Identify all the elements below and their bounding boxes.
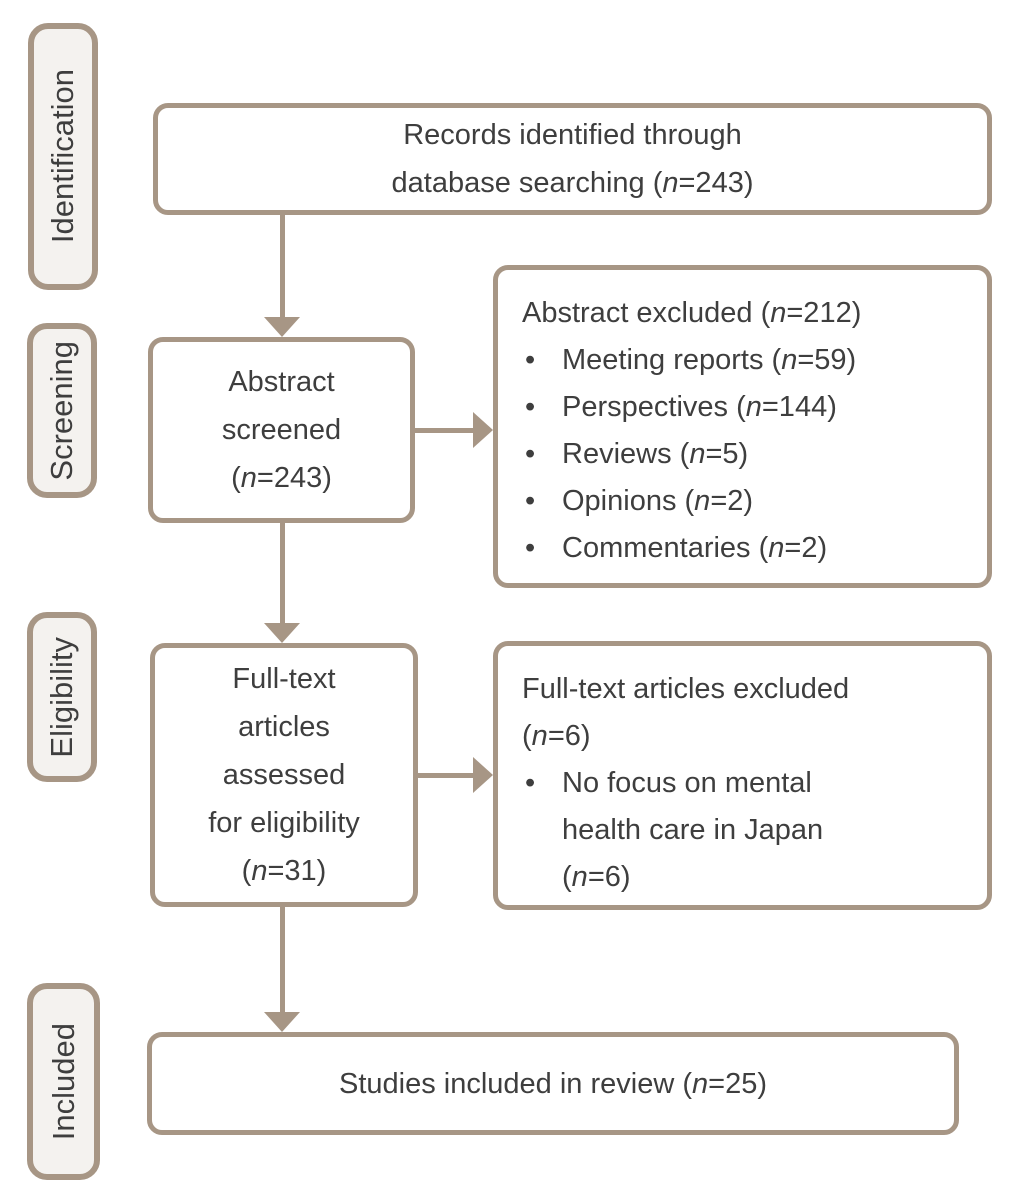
abstract-excluded-box: Abstract excluded (n=212) • Meeting repo… xyxy=(493,265,992,588)
exclusion-item: • No focus on mental health care in Japa… xyxy=(517,760,969,901)
text-line: Full-text xyxy=(232,663,336,695)
exclusion-item: • Meeting reports (n=59) xyxy=(517,337,969,384)
arrowhead-down-icon xyxy=(264,623,300,643)
fulltext-excluded-box: Full-text articles excluded (n=6) • No f… xyxy=(493,641,992,910)
exclusion-item: • Commentaries (n=2) xyxy=(517,525,969,572)
exclusion-item-text: Commentaries (n=2) xyxy=(562,532,828,564)
stage-label-screening-text: Screening xyxy=(44,340,79,481)
abstract-screened-box: Abstract screened (n=243) xyxy=(148,337,415,523)
bullet-glyph: • xyxy=(525,767,536,799)
arrow-fulltext-to-excluded-line xyxy=(418,773,474,778)
exclusion-item: • Reviews (n=5) xyxy=(517,431,969,478)
abstract-excluded-title: Abstract excluded (n=212) xyxy=(522,297,862,329)
arrow-fulltext-to-studies-line xyxy=(280,907,285,1013)
fulltext-assessed-text: Full-text articles assessed for eligibil… xyxy=(208,655,360,895)
text-line: Abstract xyxy=(228,366,335,398)
arrowhead-right-icon xyxy=(473,412,493,448)
arrow-abstract-to-fulltext-line xyxy=(280,523,285,624)
stage-label-identification-text: Identification xyxy=(45,69,80,244)
text-line: assessed xyxy=(222,759,346,791)
records-identified-box: Records identified through database sear… xyxy=(153,103,992,215)
records-identified-text: Records identified through database sear… xyxy=(391,119,754,199)
fulltext-assessed-box: Full-text articles assessed for eligibil… xyxy=(150,643,418,907)
studies-included-box: Studies included in review (n=25) xyxy=(147,1032,959,1135)
stage-label-eligibility-text: Eligibility xyxy=(44,636,79,758)
abstract-screened-text: Abstract screened (n=243) xyxy=(222,358,341,502)
arrowhead-down-icon xyxy=(264,317,300,337)
exclusion-item: • Perspectives (n=144) xyxy=(517,384,969,431)
arrowhead-down-icon xyxy=(264,1012,300,1032)
fulltext-excluded-title: Full-text articles excluded (n=6) xyxy=(522,673,850,752)
text-line: (n=31) xyxy=(241,855,327,887)
text-line: screened xyxy=(221,414,342,446)
bullet-glyph: • xyxy=(525,438,536,470)
bullet-glyph: • xyxy=(525,485,536,517)
studies-included-text: Studies included in review (n=25) xyxy=(338,1067,767,1100)
text-line: (n=243) xyxy=(231,462,332,494)
stage-label-identification: Identification xyxy=(28,23,98,290)
exclusion-item: • Opinions (n=2) xyxy=(517,478,969,525)
exclusion-item-text: No focus on mental health care in Japan … xyxy=(562,767,824,893)
arrow-records-to-abstract-line xyxy=(280,215,285,318)
exclusion-item-text: Opinions (n=2) xyxy=(562,485,754,517)
bullet-glyph: • xyxy=(525,532,536,564)
arrowhead-right-icon xyxy=(473,757,493,793)
stage-label-included: Included xyxy=(27,983,100,1180)
arrow-abstract-to-excluded-line xyxy=(415,428,474,433)
bullet-glyph: • xyxy=(525,344,536,376)
stage-label-eligibility: Eligibility xyxy=(27,612,97,782)
exclusion-item-text: Reviews (n=5) xyxy=(562,438,749,470)
exclusion-item-text: Perspectives (n=144) xyxy=(562,391,837,423)
stage-label-screening: Screening xyxy=(27,323,97,498)
bullet-glyph: • xyxy=(525,391,536,423)
exclusion-item-text: Meeting reports (n=59) xyxy=(562,344,857,376)
text-line: for eligibility xyxy=(208,807,360,839)
text-line: articles xyxy=(238,711,330,743)
stage-label-included-text: Included xyxy=(45,1022,81,1141)
